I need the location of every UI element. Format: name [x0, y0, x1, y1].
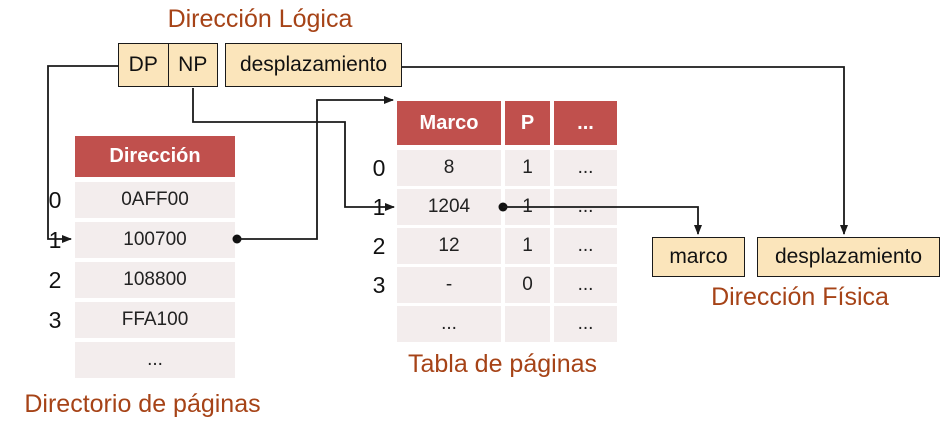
physical-address-caption: Dirección Física	[711, 283, 889, 311]
page-table-header-more: ...	[554, 101, 617, 145]
page-table-cell	[505, 306, 550, 342]
directory-row-label: 2	[48, 266, 62, 293]
page-table-cell: 12	[397, 228, 501, 264]
page-table-cell: 1	[505, 228, 550, 264]
dp-field: DP	[119, 44, 169, 86]
directory-cell: 0AFF00	[75, 182, 235, 218]
page-table-cell: ...	[554, 306, 617, 342]
page-table-cell: ...	[554, 189, 617, 225]
page-table-caption: Tabla de páginas	[407, 350, 598, 378]
page-table-cell: 8	[397, 150, 501, 186]
logical-address-dp-np-box: DP NP	[118, 43, 218, 87]
page-table-row-label: 3	[372, 271, 386, 298]
directory-cell: FFA100	[75, 302, 235, 338]
physical-offset-field: desplazamiento	[757, 237, 940, 277]
logical-address-title: Dirección Lógica	[167, 5, 353, 33]
directory-cell: 100700	[75, 222, 235, 258]
directory-row-label: 1	[48, 226, 62, 253]
directory-cell: ...	[75, 342, 235, 378]
page-table-cell: 0	[505, 267, 550, 303]
physical-frame-field: marco	[652, 237, 745, 277]
page-table-row-label: 1	[372, 193, 386, 220]
page-table-cell: 1	[505, 189, 550, 225]
directory-row-label: 0	[48, 186, 62, 213]
directory-caption: Directorio de páginas	[24, 390, 261, 418]
np-field: NP	[178, 53, 208, 76]
page-table-cell: ...	[554, 150, 617, 186]
page-table-cell: -	[397, 267, 501, 303]
page-table-cell: ...	[554, 228, 617, 264]
page-table-header-p: P	[505, 101, 550, 145]
directory-row-label: 3	[48, 306, 62, 333]
logical-offset-field: desplazamiento	[225, 43, 402, 87]
page-table-cell: 1	[505, 150, 550, 186]
directory-header: Dirección	[75, 136, 235, 177]
page-table-cell: ...	[554, 267, 617, 303]
page-table-header-marco: Marco	[397, 101, 501, 145]
page-table-cell: ...	[397, 306, 501, 342]
page-table-row-label: 2	[372, 232, 386, 259]
page-table-row-label: 0	[372, 154, 386, 181]
directory-cell: 108800	[75, 262, 235, 298]
page-table-cell: 1204	[397, 189, 501, 225]
